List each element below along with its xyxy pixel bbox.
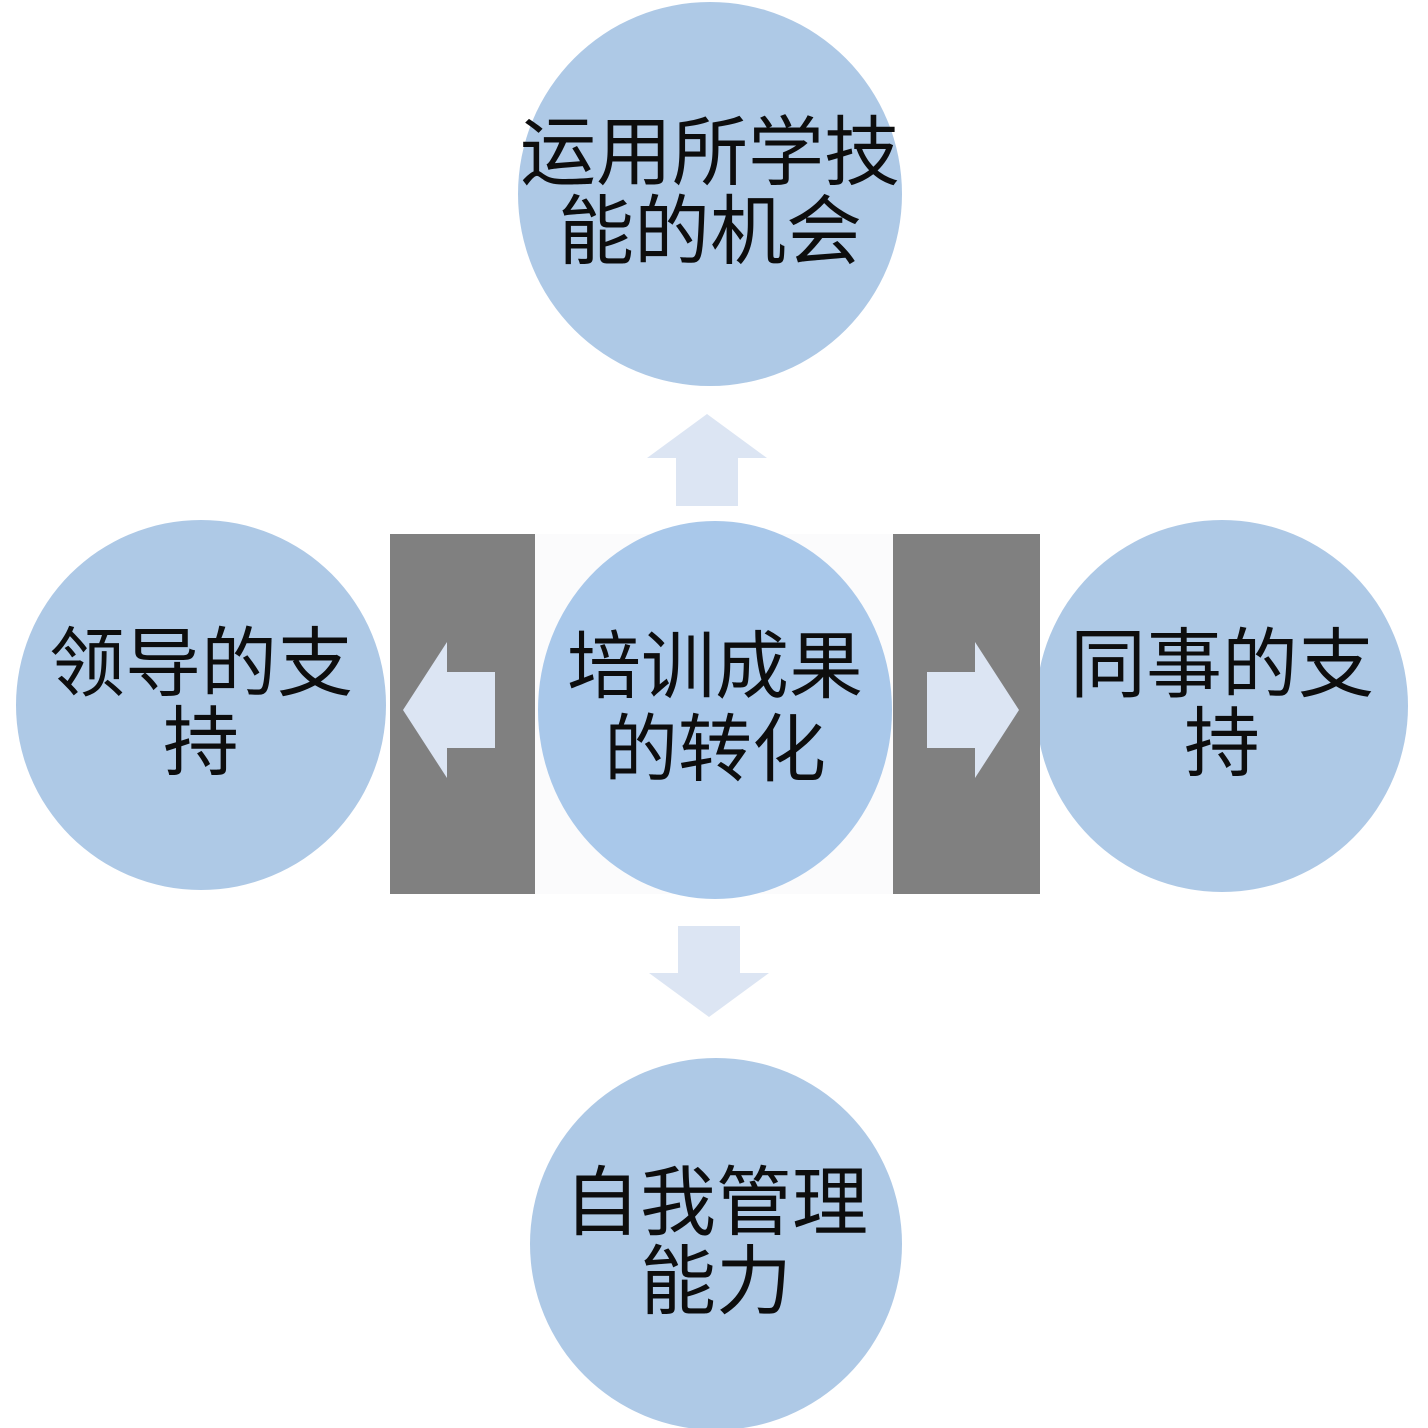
arrow-right-icon — [925, 640, 1021, 780]
node-label-bottom: 自我管理能力 — [564, 1161, 868, 1325]
node-circle-left[interactable]: 领导的支持 — [16, 520, 386, 890]
node-label-top: 运用所学技能的机会 — [520, 111, 900, 275]
arrow-down-icon — [648, 925, 770, 1019]
node-circle-right[interactable]: 同事的支持 — [1036, 520, 1408, 892]
node-circle-top[interactable]: 运用所学技能的机会 — [518, 2, 902, 386]
arrow-up-icon — [646, 412, 768, 508]
center-node-label: 培训成果的转化 — [567, 627, 863, 792]
arrow-left-icon — [401, 640, 497, 780]
node-label-left: 领导的支持 — [49, 622, 353, 786]
node-label-right: 同事的支持 — [1070, 623, 1374, 787]
node-circle-bottom[interactable]: 自我管理能力 — [530, 1058, 902, 1428]
center-node-circle[interactable]: 培训成果的转化 — [538, 521, 892, 899]
